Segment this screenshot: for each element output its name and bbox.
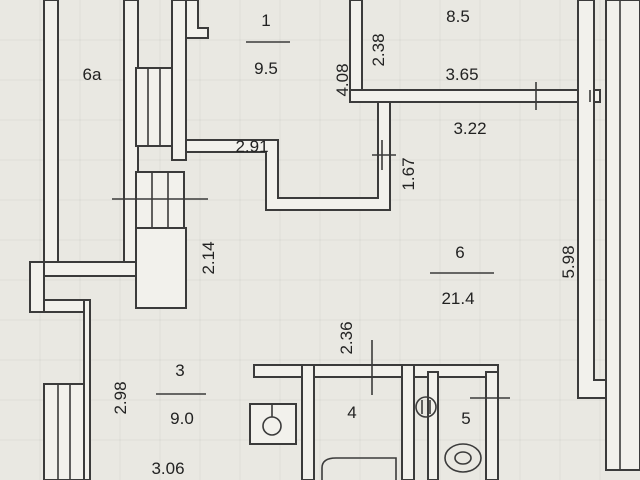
dimension-2-14: 2.14	[199, 241, 218, 274]
dimension-5-98: 5.98	[559, 245, 578, 278]
toilet-fixture	[444, 443, 482, 473]
dimension-3-22: 3.22	[453, 119, 486, 138]
room-6a-walls	[29, 0, 141, 313]
dimension-2-98: 2.98	[111, 381, 130, 414]
main-walls	[43, 0, 640, 480]
room-3-area: 9.0	[170, 409, 194, 428]
balcony-window	[135, 67, 173, 147]
bathtub-fixture	[321, 457, 397, 480]
room-6-area: 21.4	[441, 289, 474, 308]
stove-fixture	[249, 403, 297, 445]
sink-fixture	[415, 396, 437, 418]
bathroom-walls	[253, 364, 499, 480]
dimension-2-91: 2.91	[235, 137, 268, 156]
dimension-2-36: 2.36	[337, 321, 356, 354]
dimension-2-38: 2.38	[369, 33, 388, 66]
dimension-4-08: 4.08	[333, 63, 352, 96]
dimension-1-67: 1.67	[399, 157, 418, 190]
room-3-number: 3	[175, 361, 184, 380]
door-marks	[371, 82, 591, 399]
dimension-3-65: 3.65	[445, 65, 478, 84]
dimension-3-06: 3.06	[151, 459, 184, 478]
room-6-number: 6	[455, 243, 464, 262]
room-1-number: 1	[261, 11, 270, 30]
room-2-area: 8.5	[446, 7, 470, 26]
room-4-number: 4	[347, 403, 356, 422]
balcony-door	[112, 171, 208, 229]
room-1-area: 9.5	[254, 59, 278, 78]
room-6a-number: 6a	[83, 65, 102, 84]
room-5-number: 5	[461, 409, 470, 428]
